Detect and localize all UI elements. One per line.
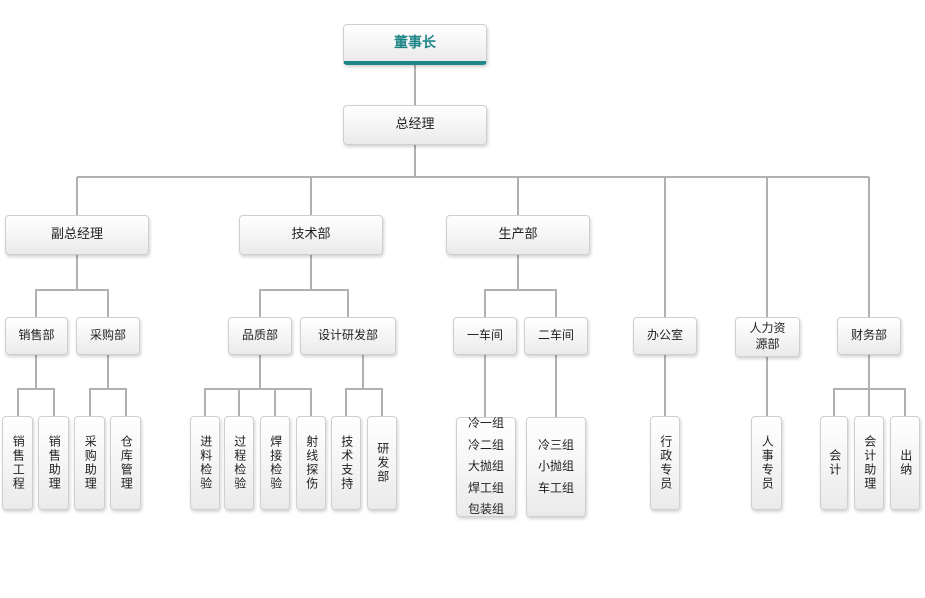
node-quality-dept[interactable]: 品质部	[228, 317, 292, 355]
node-tech-dept[interactable]: 技术部	[239, 215, 383, 255]
node-finance-dept[interactable]: 财务部	[837, 317, 901, 355]
node-deputy-general-manager[interactable]: 副总经理	[5, 215, 149, 255]
node-design-rd-dept[interactable]: 设计研发部	[300, 317, 396, 355]
node-sales-engineering[interactable]: 销售工程	[2, 416, 33, 510]
node-welding-inspection[interactable]: 焊接检验	[260, 416, 290, 510]
connector-purchasing-children	[89, 355, 127, 416]
connector-sales-children	[17, 355, 55, 416]
node-xray-testing[interactable]: 射线探伤	[296, 416, 326, 510]
node-rd-dept[interactable]: 研发部	[367, 416, 397, 510]
node-general-manager[interactable]: 总经理	[343, 105, 487, 145]
connector-finance-children	[833, 355, 906, 416]
node-sales-dept[interactable]: 销售部	[5, 317, 68, 355]
node-production-dept[interactable]: 生产部	[446, 215, 590, 255]
connector-quality-children	[204, 355, 312, 416]
node-purchasing-assistant[interactable]: 采购助理	[74, 416, 105, 510]
node-incoming-inspection[interactable]: 进料检验	[190, 416, 220, 510]
node-cashier[interactable]: 出纳	[890, 416, 920, 510]
node-sales-assistant[interactable]: 销售助理	[38, 416, 69, 510]
node-workshop-1[interactable]: 一车间	[453, 317, 517, 355]
connector-deputy-children	[35, 255, 109, 317]
connector-tech-children	[259, 255, 349, 317]
node-workshop-2[interactable]: 二车间	[524, 317, 588, 355]
node-warehouse-management[interactable]: 仓库管理	[110, 416, 141, 510]
node-admin-specialist[interactable]: 行政专员	[650, 416, 680, 510]
node-chairman[interactable]: 董事长	[343, 24, 487, 65]
node-accountant[interactable]: 会计	[820, 416, 848, 510]
node-workshop2-groups[interactable]: 冷三组 小抛组 车工组	[526, 417, 586, 517]
connector-design-children	[345, 355, 383, 416]
node-office[interactable]: 办公室	[633, 317, 697, 355]
node-purchasing-dept[interactable]: 采购部	[76, 317, 140, 355]
node-workshop1-groups[interactable]: 冷一组 冷二组 大抛组 焊工组 包装组	[456, 416, 516, 517]
node-accounting-assistant[interactable]: 会计助理	[854, 416, 884, 510]
node-hr-specialist[interactable]: 人事专员	[751, 416, 782, 510]
connector-production-children	[484, 255, 557, 317]
node-hr-dept[interactable]: 人力资 源部	[735, 317, 800, 357]
node-process-inspection[interactable]: 过程检验	[224, 416, 254, 510]
node-tech-support[interactable]: 技术支持	[331, 416, 361, 510]
